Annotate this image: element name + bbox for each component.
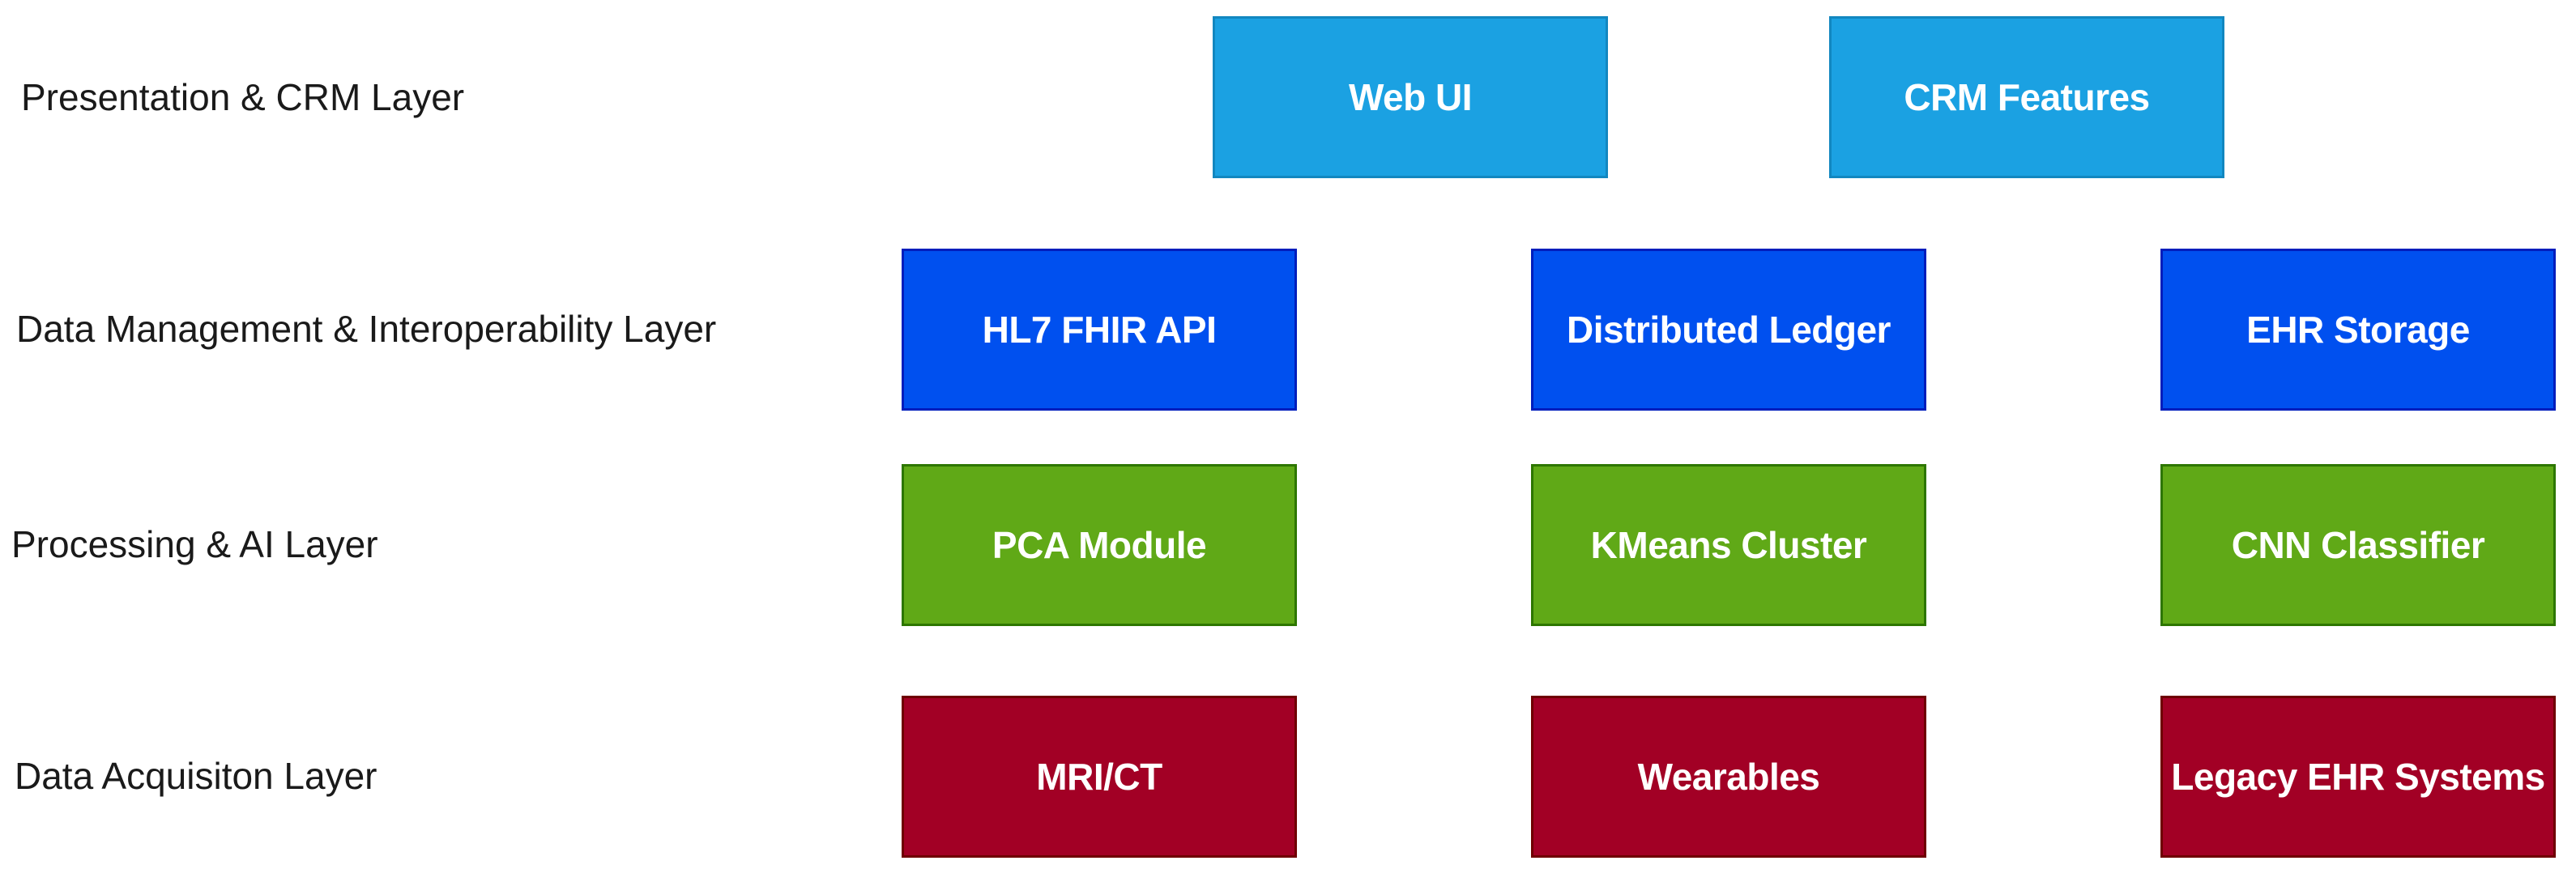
box-ehr-storage[interactable]: EHR Storage — [2160, 249, 2556, 411]
layer-label-processing: Processing & AI Layer — [11, 523, 378, 565]
box-distributed-ledger-label: Distributed Ledger — [1567, 309, 1891, 351]
box-mri-ct[interactable]: MRI/CT — [902, 696, 1297, 858]
box-web-ui-label: Web UI — [1348, 76, 1473, 118]
box-hl7-fhir-api-label: HL7 FHIR API — [982, 309, 1217, 351]
box-legacy-ehr-systems[interactable]: Legacy EHR Systems — [2160, 696, 2556, 858]
box-mri-ct-label: MRI/CT — [1036, 756, 1162, 798]
box-legacy-ehr-systems-label: Legacy EHR Systems — [2171, 756, 2545, 798]
box-wearables-label: Wearables — [1637, 756, 1820, 798]
box-pca-module[interactable]: PCA Module — [902, 464, 1297, 626]
box-web-ui[interactable]: Web UI — [1213, 16, 1608, 178]
box-kmeans-cluster[interactable]: KMeans Cluster — [1531, 464, 1926, 626]
box-distributed-ledger[interactable]: Distributed Ledger — [1531, 249, 1926, 411]
box-wearables[interactable]: Wearables — [1531, 696, 1926, 858]
layer-label-acquisition: Data Acquisiton Layer — [15, 755, 377, 797]
layer-label-management: Data Management & Interoperability Layer — [16, 308, 717, 350]
box-pca-module-label: PCA Module — [992, 524, 1207, 566]
box-kmeans-cluster-label: KMeans Cluster — [1590, 524, 1867, 566]
layer-label-presentation: Presentation & CRM Layer — [21, 76, 465, 118]
box-crm-features[interactable]: CRM Features — [1829, 16, 2224, 178]
box-cnn-classifier-label: CNN Classifier — [2231, 524, 2485, 566]
box-crm-features-label: CRM Features — [1904, 76, 2150, 118]
box-hl7-fhir-api[interactable]: HL7 FHIR API — [902, 249, 1297, 411]
box-cnn-classifier[interactable]: CNN Classifier — [2160, 464, 2556, 626]
box-ehr-storage-label: EHR Storage — [2246, 309, 2470, 351]
